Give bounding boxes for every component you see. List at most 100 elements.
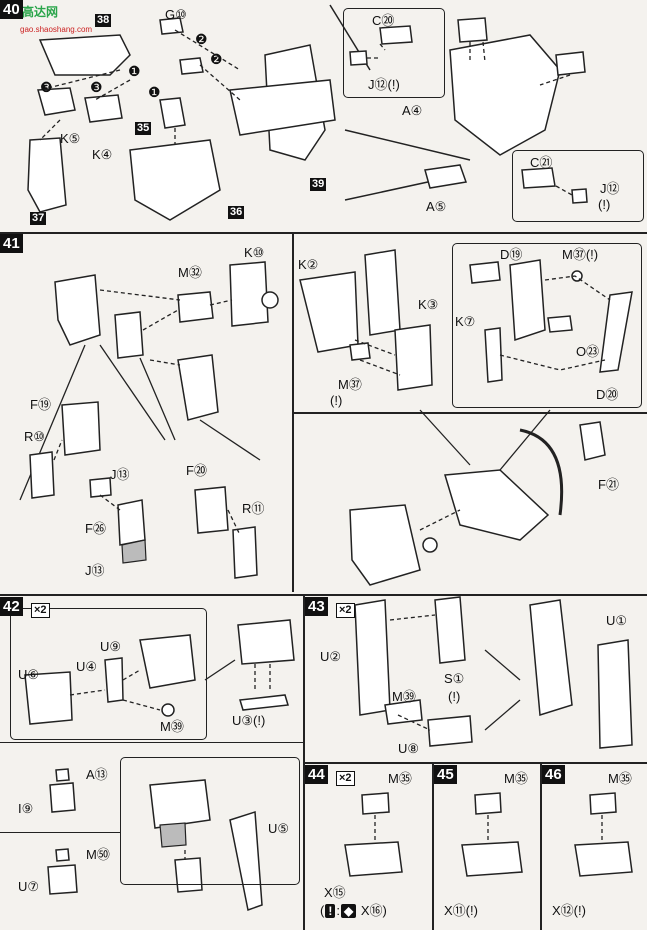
callout-hip-u5 <box>120 757 300 885</box>
callout-c20-j12 <box>343 8 445 98</box>
step-number-40: 40 <box>0 0 23 19</box>
part-m32 <box>177 291 214 323</box>
callout-38: 38 <box>95 14 112 27</box>
part-41-joint <box>114 311 144 359</box>
part-x11 <box>461 841 523 877</box>
callout-39: 39 <box>310 178 327 191</box>
label-f26: F㉖ <box>85 521 106 536</box>
label-m54: M㊿ <box>86 847 110 862</box>
part-vent-right <box>555 51 586 76</box>
warning-icon: ! <box>325 904 336 918</box>
part-46-m35 <box>589 792 617 815</box>
part-42-cap <box>174 857 203 893</box>
label-x11: X⑪(!) <box>444 903 478 918</box>
part-f21 <box>579 421 606 461</box>
part-41-assembly <box>444 469 550 541</box>
divider-42-lower <box>0 742 303 743</box>
label-c21: C㉑ <box>530 155 553 170</box>
label-u5: U⑤ <box>268 821 290 836</box>
label-x12: X⑫(!) <box>552 903 586 918</box>
part-g10-b <box>179 57 204 75</box>
order-3a: ❸ <box>40 79 53 95</box>
part-g10-a <box>159 17 184 35</box>
watermark-site: 高达网 <box>22 5 59 19</box>
callout-36: 36 <box>228 206 245 219</box>
part-45-m35 <box>474 792 502 815</box>
part-39-body <box>229 79 336 136</box>
divider-42-a13 <box>0 832 120 833</box>
label-k10: K⑩ <box>244 245 265 260</box>
label-m39: M㊴ <box>160 719 184 734</box>
watermark-url: gao.shaoshang.com <box>20 25 93 34</box>
part-u6 <box>24 671 73 725</box>
label-x16: X⑯ <box>360 903 383 918</box>
part-m39 <box>384 699 423 725</box>
part-k4 <box>84 94 123 123</box>
label-u9: U⑨ <box>100 639 122 654</box>
part-41-lower <box>177 354 219 421</box>
label-k7: K⑦ <box>455 314 476 329</box>
step-number-44: 44 <box>305 765 328 784</box>
label-m35-44: M㉟ <box>388 771 412 786</box>
order-1a: ❶ <box>128 63 141 79</box>
part-j13-a <box>89 477 112 498</box>
label-i9: I⑨ <box>18 801 34 816</box>
label-warning-43: (!) <box>448 689 461 704</box>
label-f21: F㉑ <box>598 477 619 492</box>
part-c21 <box>521 167 556 189</box>
part-i9 <box>49 782 76 813</box>
callout-35: 35 <box>135 122 152 135</box>
label-c20: C⑳ <box>372 13 395 28</box>
divider-40-41 <box>0 232 647 234</box>
part-m54 <box>55 848 70 862</box>
part-36 <box>129 139 221 221</box>
part-35 <box>159 97 186 129</box>
label-j13-b: J⑬ <box>85 563 105 578</box>
label-k5: K⑤ <box>60 131 81 146</box>
label-x15-instr: (!:◆ X⑯) <box>320 903 387 918</box>
part-d19 <box>509 259 546 342</box>
label-k4: K④ <box>92 147 113 162</box>
part-43-assembled <box>529 599 573 716</box>
label-warning-41: (!) <box>330 393 343 408</box>
part-k5 <box>37 87 76 116</box>
part-k2-arm <box>364 249 401 336</box>
step-number-45: 45 <box>434 765 457 784</box>
label-u7: U⑦ <box>18 879 40 894</box>
part-c20 <box>379 25 413 45</box>
label-u2: U② <box>320 649 342 664</box>
part-u8 <box>427 715 473 747</box>
part-j12 <box>349 50 368 66</box>
callout-d19-d20 <box>452 243 642 408</box>
part-f19 <box>61 401 101 456</box>
part-d20 <box>599 291 633 373</box>
part-u7 <box>47 864 78 895</box>
label-f20: F⑳ <box>186 463 207 478</box>
part-u2 <box>354 599 391 716</box>
label-r11: R⑪ <box>242 501 265 516</box>
part-r11 <box>232 526 258 579</box>
part-42-block <box>237 619 295 665</box>
multiplier-42: ×2 <box>31 603 50 618</box>
label-m39-43: M㊴ <box>392 689 416 704</box>
part-a5 <box>424 164 468 189</box>
part-k10 <box>229 261 269 327</box>
divider-43-44 <box>303 762 647 764</box>
connector-icon: ◆ <box>340 904 357 918</box>
callout-u9-u6 <box>10 608 207 740</box>
part-x12 <box>574 841 633 877</box>
label-m37-b: M㊲(!) <box>562 247 599 262</box>
part-d19-icon <box>469 261 501 284</box>
label-j12-b: J⑫ <box>600 181 620 196</box>
part-37 <box>27 137 67 213</box>
multiplier-44: ×2 <box>336 771 355 786</box>
part-f26 <box>117 499 146 546</box>
label-m37: M㊲ <box>338 377 362 392</box>
part-42-hip <box>149 779 211 829</box>
label-u4: U④ <box>76 659 98 674</box>
part-44-m35 <box>361 792 390 815</box>
label-a4: A④ <box>402 103 423 118</box>
step-number-41: 41 <box>0 234 23 253</box>
part-a4-head <box>449 34 561 156</box>
divider-41-right <box>292 412 647 414</box>
